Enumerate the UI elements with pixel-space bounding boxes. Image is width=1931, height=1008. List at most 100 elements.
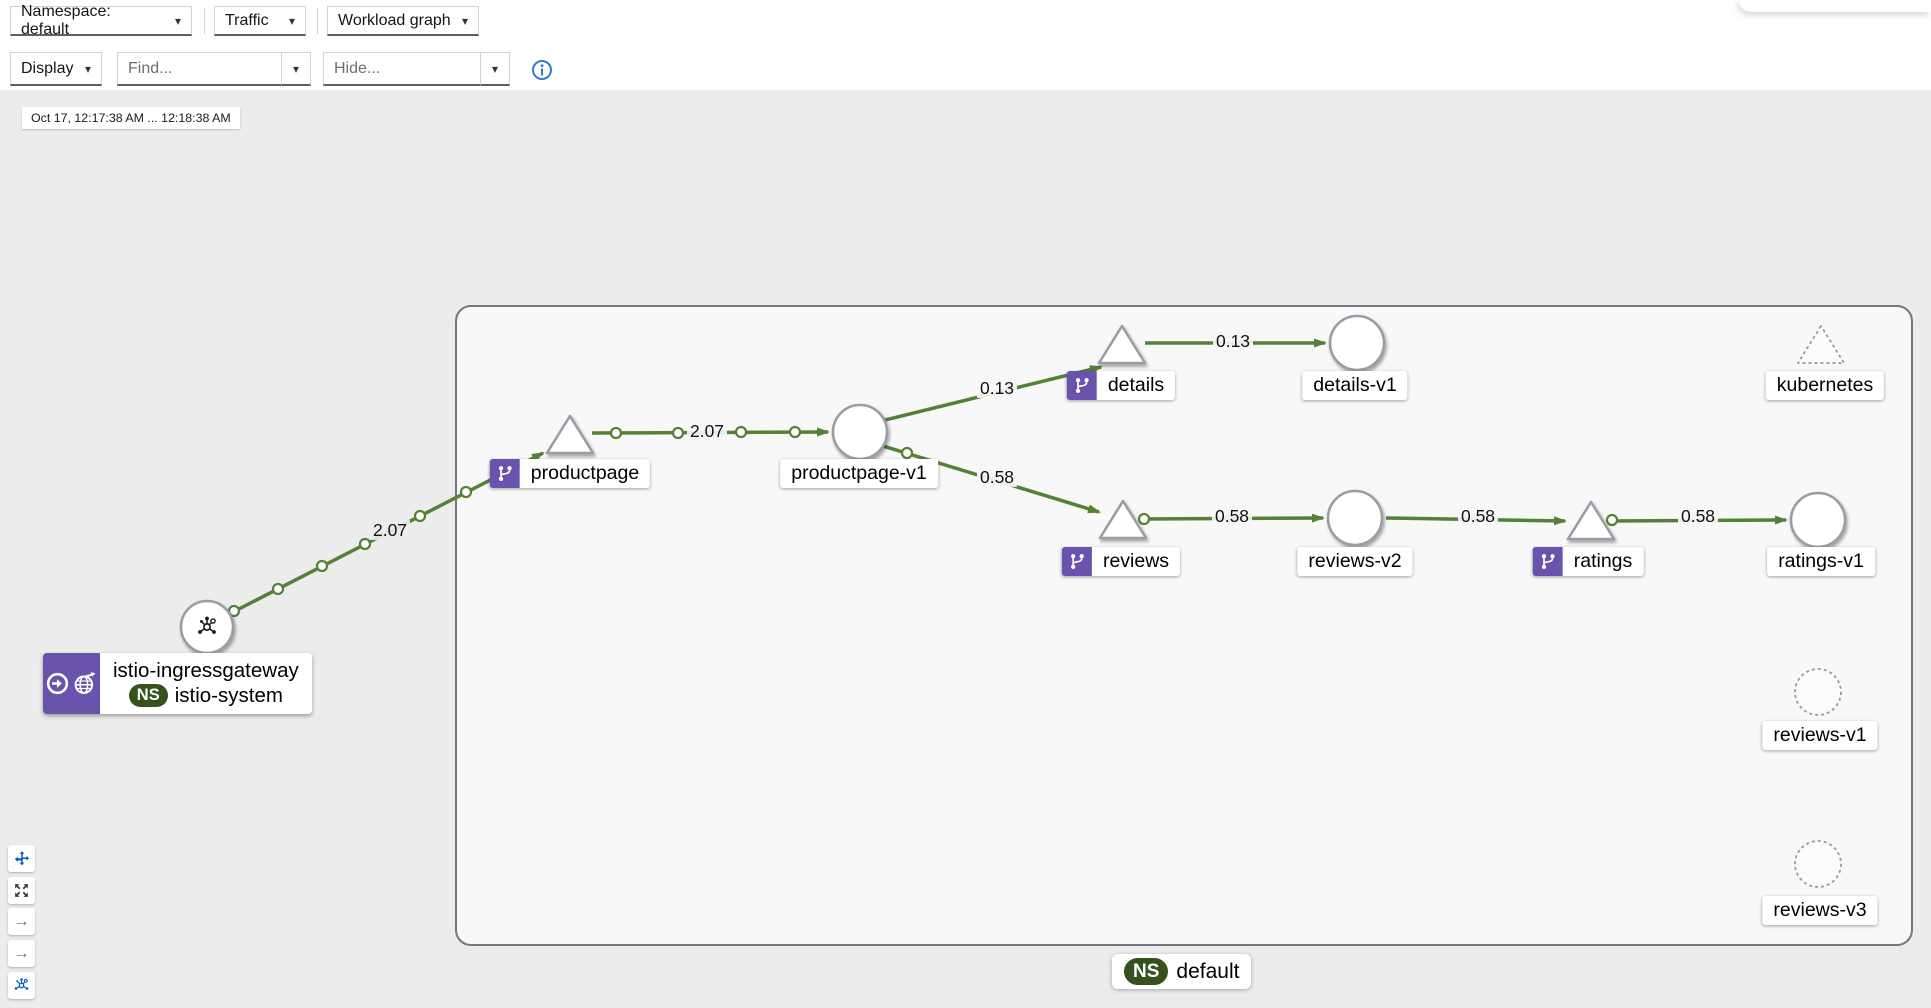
chevron-down-icon: ▾ [461,13,468,28]
graph-type-dropdown[interactable]: Workload graph ▾ [327,6,479,36]
pan-mode-button[interactable] [8,845,35,872]
label-reviews-v1[interactable]: reviews-v1 [1762,721,1878,750]
label-ratings[interactable]: ratings [1532,547,1644,576]
namespace-select-text: Namespace: default [21,2,111,38]
traffic-dropdown[interactable]: Traffic ▾ [214,6,306,36]
gateway-badges [43,653,100,714]
edge-rate-label-productpage-v1-to-details: 0.13 [976,377,1018,399]
node-label-text: productpage-v1 [780,459,938,488]
ns-badge: NS [128,684,168,708]
edge-rate-label-reviews-v2-to-ratings: 0.58 [1457,505,1499,527]
node-label-text: reviews-v1 [1762,721,1878,750]
node-details[interactable] [1097,324,1147,365]
node-ratings[interactable] [1566,500,1616,541]
chevron-down-icon: ▾ [292,61,300,76]
label-istio-ingressgateway[interactable]: istio-ingressgateway NS istio-system [43,653,312,714]
network-layout-icon [14,978,29,990]
edge-rate-label-ratings-to-ratings-v1: 0.58 [1677,505,1719,527]
label-reviews-v2[interactable]: reviews-v2 [1297,547,1413,576]
find-options-button[interactable]: ▾ [281,52,311,86]
node-reviews-v2[interactable] [1326,489,1384,547]
graph-toolbar: Namespace: default ▾ Traffic ▾ Workload … [0,0,1931,90]
node-kubernetes[interactable] [1797,325,1845,364]
namespace-select[interactable]: Namespace: default ▾ [10,2,192,38]
label-reviews-v3[interactable]: reviews-v3 [1762,896,1878,925]
node-label-text: ratings [1562,547,1644,576]
label-productpage-v1[interactable]: productpage-v1 [780,459,938,488]
edge-rate-label-productpage-to-productpage-v1: 2.07 [686,420,728,442]
layout-button-2[interactable]: → [8,940,35,967]
traffic-dropdown-label: Traffic [225,11,269,29]
hide-input[interactable] [323,52,480,86]
label-reviews[interactable]: reviews [1061,547,1181,576]
node-label-text: kubernetes [1765,371,1885,400]
node-label-text: ratings-v1 [1767,547,1875,576]
traffic-dot [413,509,427,523]
edge-rate-label-reviews-to-reviews-v2: 0.58 [1211,505,1253,527]
label-ratings-v1[interactable]: ratings-v1 [1767,547,1875,576]
traffic-dot [609,426,623,440]
node-label-text: details-v1 [1302,371,1408,400]
node-reviews-v1[interactable] [1794,668,1842,716]
traffic-dot [459,485,473,499]
toolbar-divider [204,8,205,34]
traffic-dot [271,582,285,596]
traffic-dot [315,559,329,573]
node-label-text: reviews-v2 [1297,547,1413,576]
gateway-icon [74,671,96,694]
chevron-down-icon: ▾ [174,13,181,28]
gateway-title: istio-ingressgateway [113,659,299,682]
node-reviews-v3[interactable] [1794,840,1842,888]
namespace-box-default [455,305,1913,946]
traffic-dot [734,425,748,439]
node-label-text: details [1096,371,1176,400]
node-label-text: reviews-v3 [1762,896,1878,925]
hide-input-group: ▾ [323,52,510,86]
node-details-v1[interactable] [1328,314,1386,372]
mesh-icon [198,616,216,634]
traffic-dot [1137,512,1151,526]
traffic-dot [1605,513,1619,527]
traffic-dot [788,425,802,439]
node-productpage[interactable] [545,414,595,455]
label-productpage[interactable]: productpage [489,459,651,488]
layout-button-1[interactable]: → [8,908,35,935]
arrow-right-icon: → [13,912,30,930]
label-details-v1[interactable]: details-v1 [1302,371,1408,400]
edge-rate-label-productpage-v1-to-reviews: 0.58 [976,466,1018,488]
edge-rate-label-details-to-details-v1: 0.13 [1212,330,1254,352]
gateway-namespace: istio-system [174,683,283,707]
virtual-service-badge-icon [1532,547,1563,576]
virtual-service-badge-icon [1066,371,1097,400]
node-label-text: productpage [519,459,651,488]
node-label-text: reviews [1091,547,1181,576]
virtual-service-badge-icon [489,459,520,488]
find-input-group: ▾ [117,52,311,86]
label-kubernetes[interactable]: kubernetes [1765,371,1885,400]
graph-canvas[interactable]: Oct 17, 12:17:38 AM ... 12:18:38 AM [0,90,1931,1008]
label-details[interactable]: details [1066,371,1176,400]
hide-options-button[interactable]: ▾ [480,52,510,86]
fit-to-screen-button[interactable] [8,877,35,904]
corner-panel-edge [1739,0,1931,12]
pan-icon [14,850,29,865]
time-range-label: Oct 17, 12:17:38 AM ... 12:18:38 AM [22,107,240,129]
gateway-label-text: istio-ingressgateway NS istio-system [100,653,312,714]
expand-icon [15,884,28,897]
edge-rate-label-ingressgateway-to-productpage: 2.07 [369,519,411,541]
virtual-service-badge-icon [1061,547,1092,576]
chevron-down-icon: ▾ [84,61,91,76]
arrow-right-icon: → [13,944,30,962]
info-icon[interactable] [531,59,553,81]
graph-type-label: Workload graph [338,11,451,29]
namespace-label-default: NS default [1112,954,1252,989]
traffic-dot [671,426,685,440]
find-input[interactable] [117,52,281,86]
ns-badge: NS [1124,958,1169,985]
display-dropdown[interactable]: Display ▾ [10,52,102,86]
node-reviews[interactable] [1098,499,1148,540]
graph-layout-button[interactable] [8,972,35,999]
chevron-down-icon: ▾ [288,13,295,28]
toolbar-divider [317,8,318,34]
chevron-down-icon: ▾ [491,61,499,76]
